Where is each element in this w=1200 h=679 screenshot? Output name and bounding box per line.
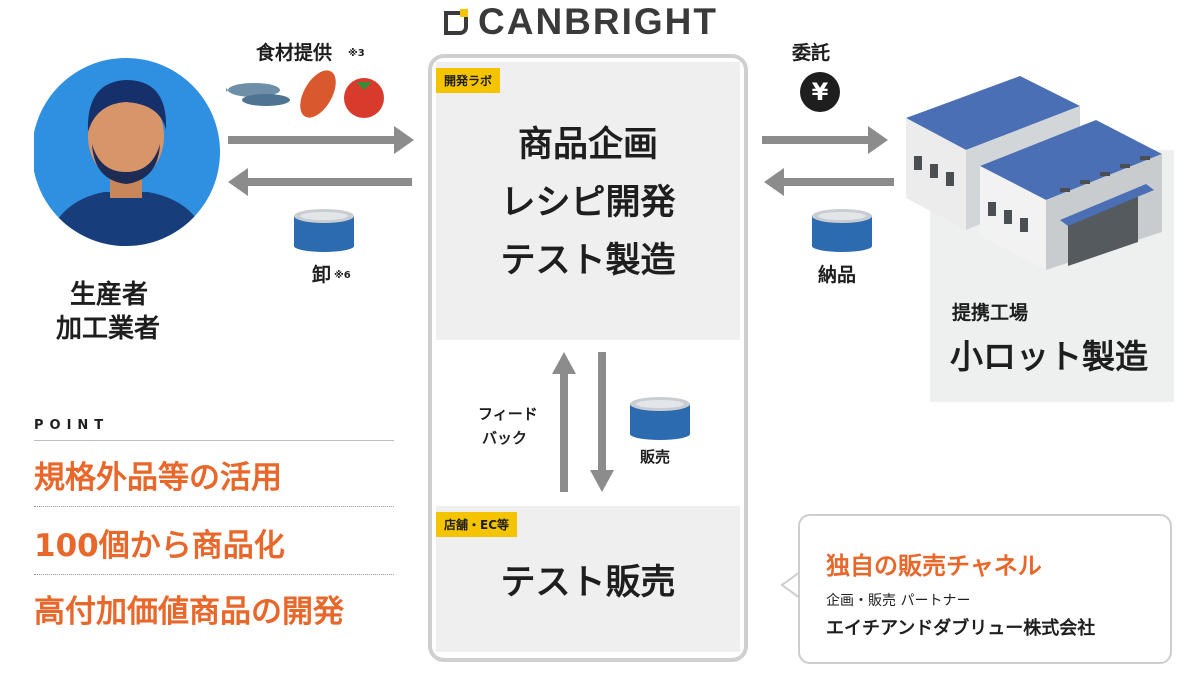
logo-mark-icon: [444, 9, 468, 35]
yen-icon: ¥: [800, 72, 840, 112]
lab-line-2: レシピ開発: [500, 183, 676, 223]
point-heading: POINT: [34, 418, 110, 433]
factory-title: 小ロット製造: [950, 337, 1148, 376]
arrow-right-head-icon: [394, 126, 414, 154]
arrow-to-lab-from-factory: [782, 178, 894, 186]
food-provision-note: ※3: [348, 48, 365, 59]
arrow-left-head-icon: [764, 168, 784, 196]
factory-label: 提携工場: [952, 302, 1029, 324]
lab-panel: [436, 62, 740, 340]
producer-avatar: [34, 58, 220, 246]
point-item-2: 100個から商品化: [34, 528, 285, 564]
feedback-arrow-up: [552, 352, 576, 492]
divider: [34, 574, 394, 575]
canbright-logo: CANBRIGHT: [440, 1, 718, 42]
delivery-label: 納品: [818, 264, 857, 286]
lab-line-1: 商品企画: [517, 125, 658, 165]
sales-channel-box: [798, 514, 1172, 664]
wholesale-label: 卸: [312, 264, 332, 286]
feedback-line-1: フィード: [478, 405, 538, 423]
wholesale-note: ※6: [334, 270, 351, 281]
sales-label: 販売: [640, 448, 671, 466]
feedback-label: フィード バック: [478, 402, 538, 450]
lab-line-3: テスト製造: [500, 241, 676, 281]
factory-building-icon: [906, 76, 1162, 270]
logo-text: CANBRIGHT: [478, 1, 718, 42]
sales-arrow-down: [590, 352, 614, 492]
arrow-to-lab: [228, 136, 396, 144]
divider: [34, 440, 394, 441]
feedback-line-2: バック: [482, 429, 528, 447]
channel-subtitle: 企画・販売 パートナー: [826, 593, 971, 609]
store-tag: 店舗・EC等: [436, 512, 518, 537]
food-ingredients-icon: [226, 70, 384, 118]
consign-label: 委託: [792, 42, 831, 64]
arrow-right-head-icon: [868, 126, 888, 154]
can-icon: [812, 209, 872, 252]
can-icon: [294, 209, 354, 252]
arrow-to-producer: [246, 178, 412, 186]
point-item-1: 規格外品等の活用: [34, 460, 282, 496]
producer-label-2: 加工業者: [56, 314, 161, 344]
lab-tag: 開発ラボ: [436, 68, 501, 93]
food-provision-label: 食材提供: [256, 42, 333, 64]
can-icon: [630, 397, 690, 440]
callout-pointer: [780, 572, 801, 598]
arrow-to-factory: [762, 136, 870, 144]
producer-label-1: 生産者: [70, 280, 149, 310]
divider: [34, 506, 394, 507]
channel-company: エイチアンドダブリュー株式会社: [826, 618, 1096, 639]
store-title: テスト販売: [500, 563, 676, 603]
channel-title: 独自の販売チャネル: [826, 552, 1042, 580]
point-item-3: 高付加価値商品の開発: [34, 594, 344, 630]
arrow-left-head-icon: [228, 168, 248, 196]
